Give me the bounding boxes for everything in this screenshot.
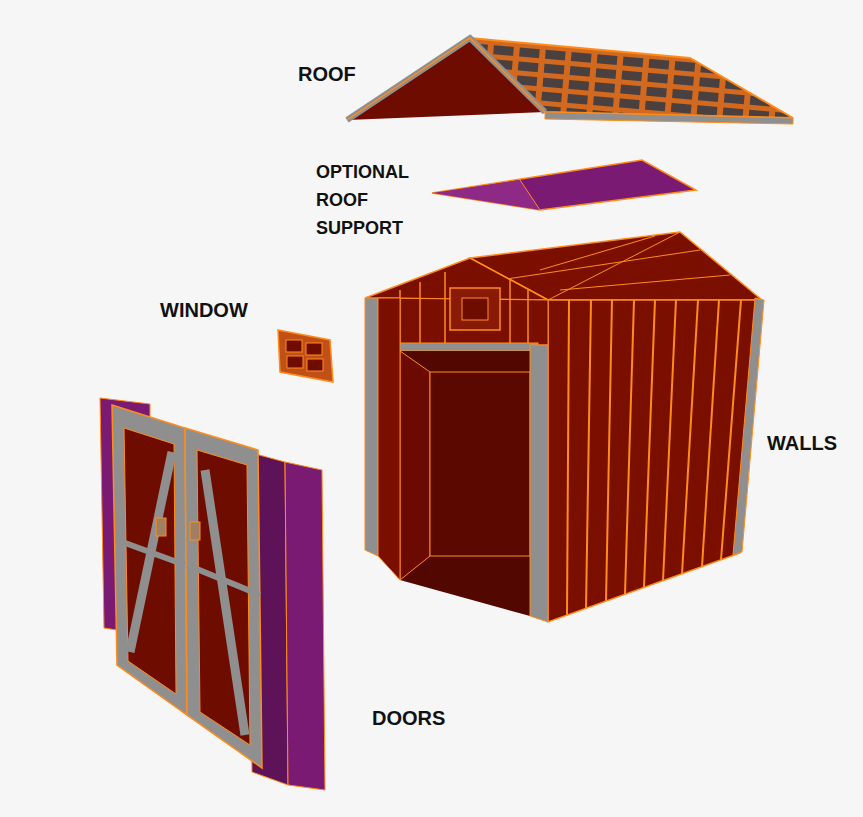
walls xyxy=(365,232,764,622)
roof xyxy=(347,38,793,124)
doors xyxy=(100,398,325,790)
window xyxy=(278,330,333,382)
part-label: OPTIONAL ROOF SUPPORT xyxy=(316,158,428,242)
part-label: DOORS xyxy=(372,706,445,730)
part-label: ROOF xyxy=(298,62,356,86)
part-label: WALLS xyxy=(767,431,837,455)
part-label: WINDOW xyxy=(160,298,248,322)
roof-support xyxy=(432,160,696,210)
